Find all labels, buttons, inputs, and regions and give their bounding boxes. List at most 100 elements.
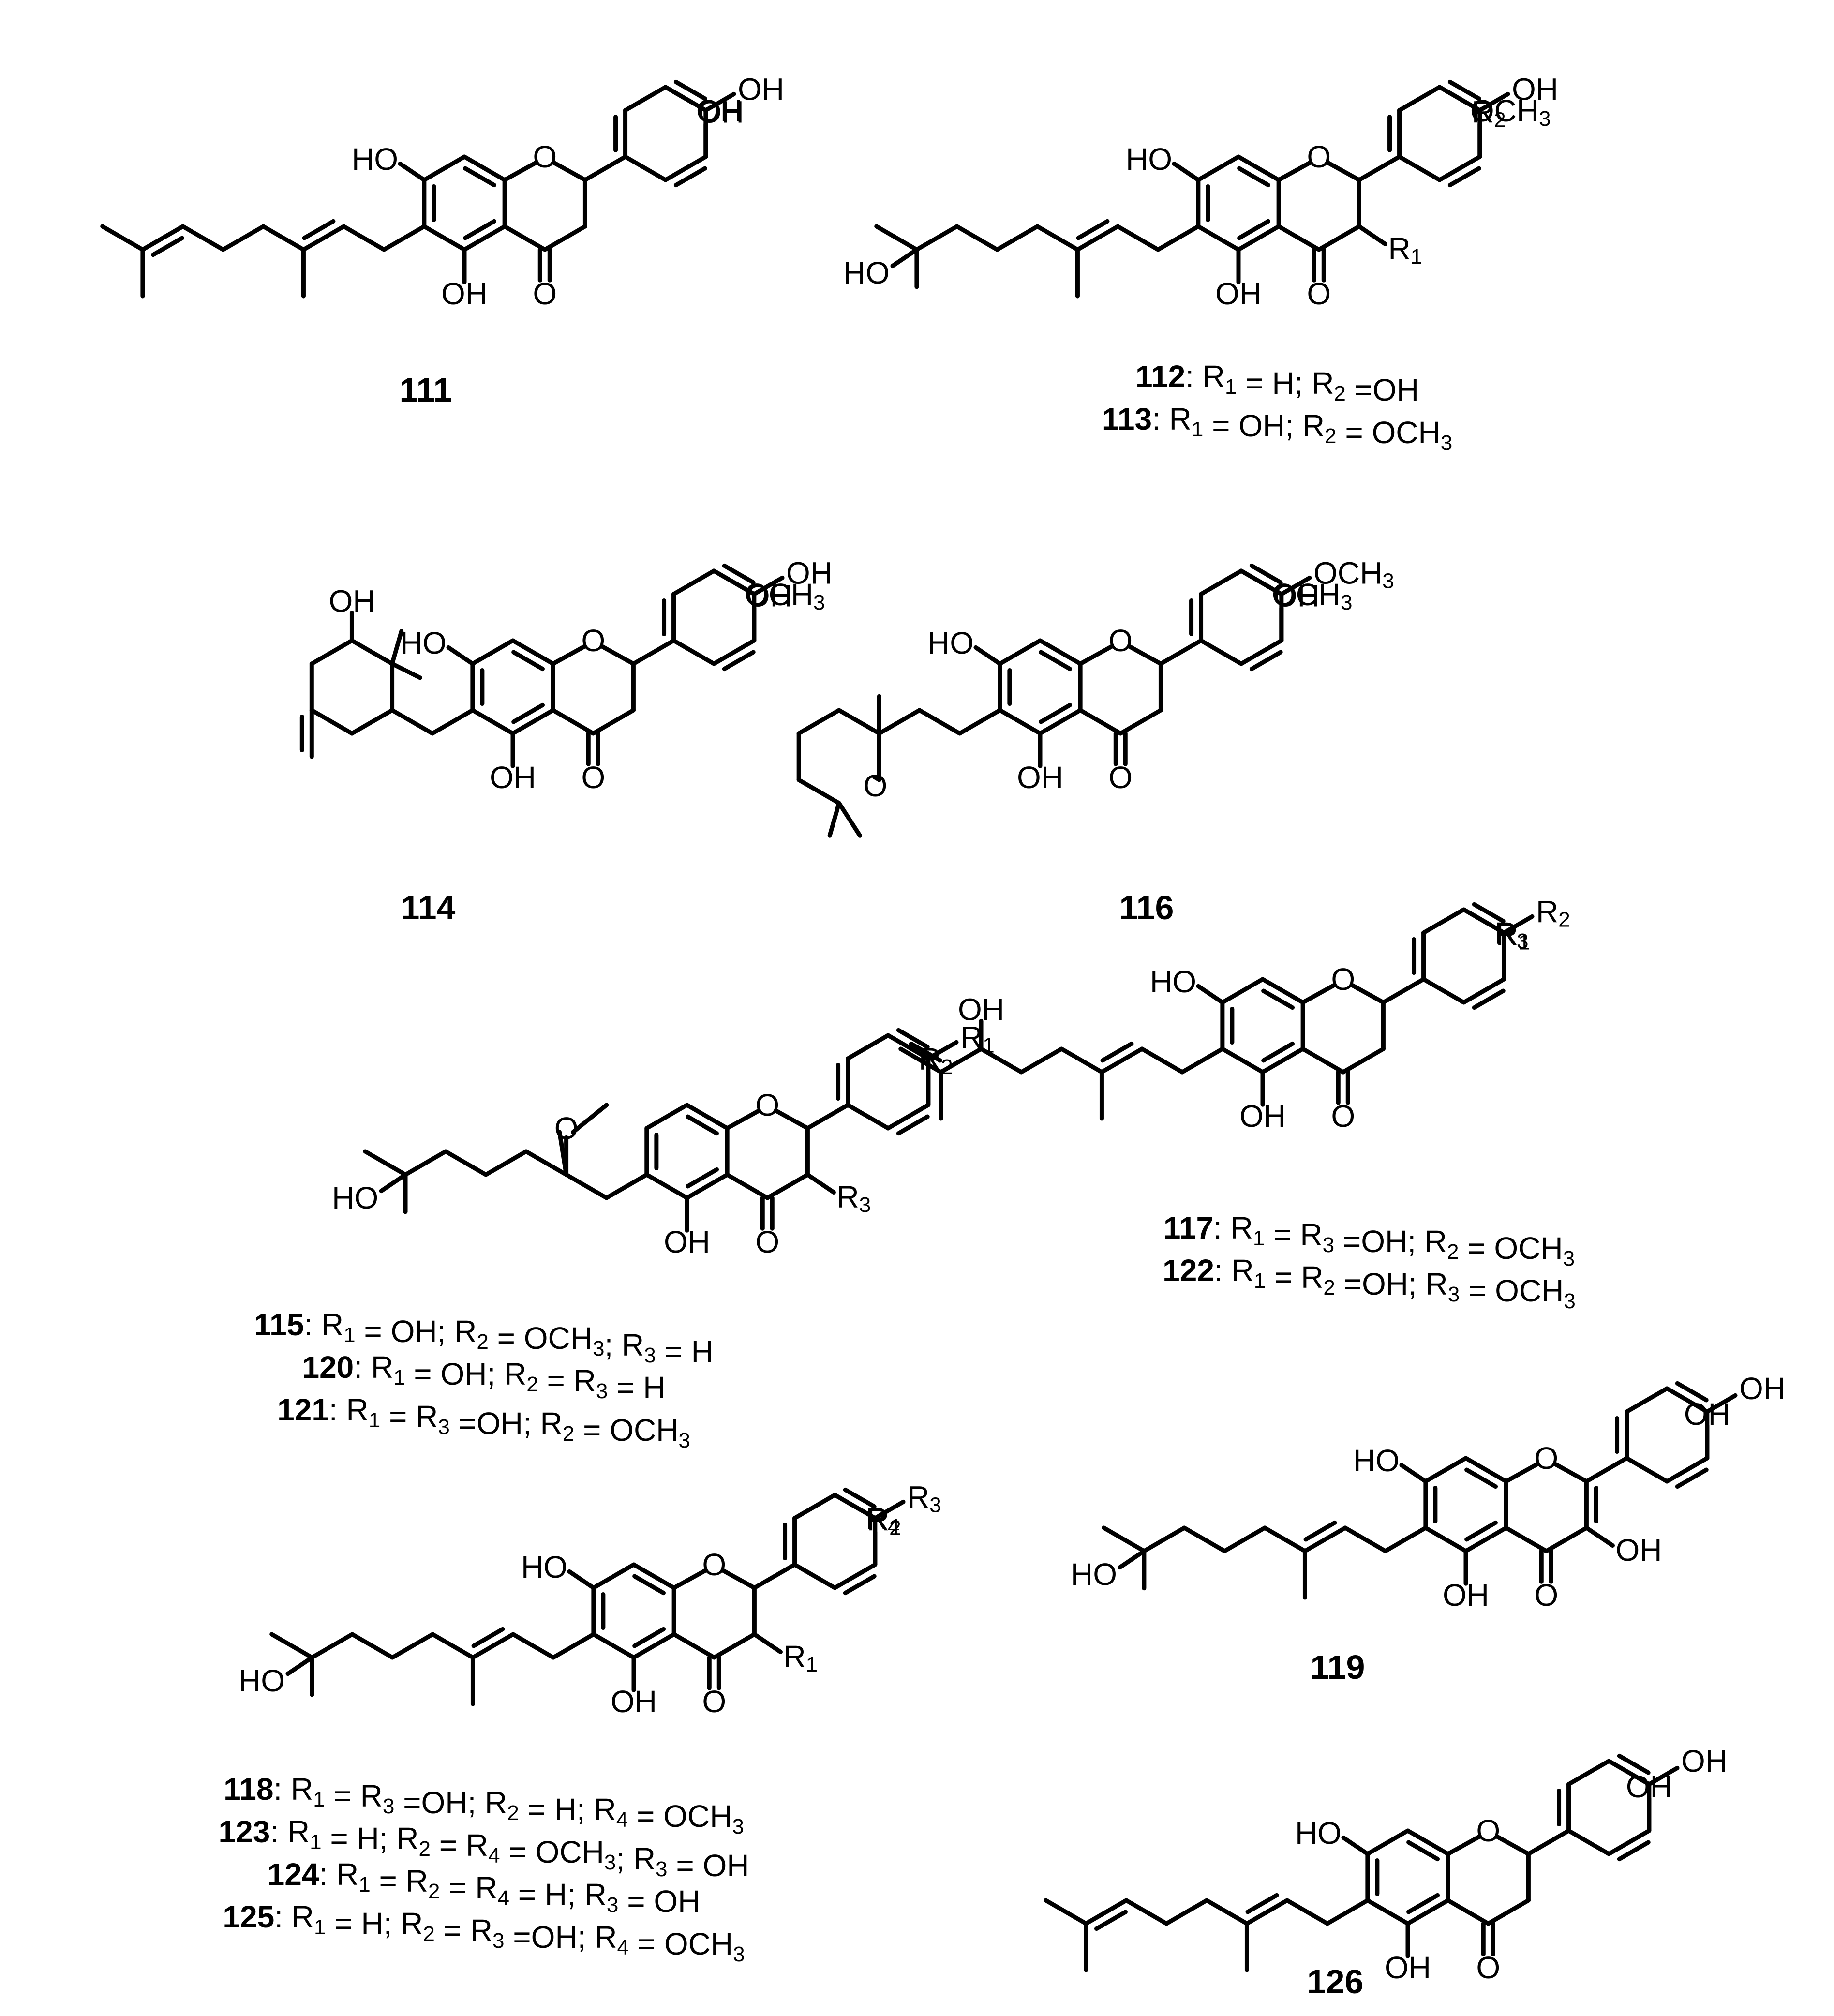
substituent-bond bbox=[663, 85, 696, 106]
substituent-definition: 112: R1 = H; R2 =OH bbox=[1135, 359, 1419, 407]
ring-oxygen-label: O bbox=[581, 623, 605, 658]
ring-a-bond bbox=[510, 638, 555, 666]
substituent-label: R3 bbox=[907, 1479, 941, 1517]
ring-c-bond bbox=[725, 1108, 761, 1131]
ring-b-bond bbox=[1447, 79, 1481, 101]
substituent-bond bbox=[703, 91, 736, 113]
ring-b-bond bbox=[663, 154, 708, 182]
ring-a-bond bbox=[1405, 1828, 1450, 1856]
side-chain-bond bbox=[382, 224, 427, 252]
ring-a-bond bbox=[470, 708, 515, 736]
ring-b-bond bbox=[1665, 1386, 1710, 1414]
hydroxyl-label: HO bbox=[843, 255, 890, 290]
side-chain-bond bbox=[511, 1632, 556, 1660]
ring-c-bond bbox=[502, 224, 547, 252]
ring-oxygen-label: O bbox=[1108, 623, 1133, 658]
ring-b-bond bbox=[1461, 977, 1506, 1005]
carbonyl-oxygen-label: O bbox=[581, 760, 605, 795]
ring-b-bond bbox=[792, 1493, 837, 1521]
ring-oxygen-label: O bbox=[554, 1111, 579, 1146]
side-chain-bond bbox=[1035, 224, 1080, 252]
side-chain-bond bbox=[1262, 1525, 1307, 1553]
carbonyl-oxygen-label: O bbox=[533, 276, 557, 311]
ring-c-bond bbox=[1486, 1898, 1531, 1926]
substituent-label: R1 bbox=[960, 1020, 995, 1057]
ring-b-bond bbox=[1566, 1828, 1611, 1856]
cyclohexane-bond bbox=[309, 708, 354, 736]
side-chain-bond bbox=[1084, 1898, 1129, 1926]
ring-b-bond bbox=[1617, 1840, 1651, 1862]
ring-c-bond bbox=[1341, 1046, 1386, 1075]
side-chain-bond bbox=[261, 224, 306, 252]
hydroxyl-label: HO bbox=[1150, 964, 1196, 999]
hydroxyl-label: HO bbox=[927, 626, 974, 660]
side-chain-bond bbox=[523, 1149, 569, 1177]
ring-c-bond bbox=[725, 1172, 770, 1200]
side-chain-bond bbox=[1222, 1525, 1267, 1553]
ring-c-bond bbox=[551, 160, 587, 182]
hydroxyl-label: OH bbox=[1684, 1397, 1730, 1432]
substituent-bond bbox=[1584, 1525, 1615, 1548]
hydroxyl-bond bbox=[567, 1569, 596, 1590]
methyl-bond bbox=[1044, 1898, 1088, 1926]
ring-b-link bbox=[1584, 1456, 1629, 1484]
ring-b-bond bbox=[1437, 154, 1482, 182]
side-chain-bond bbox=[1303, 1520, 1337, 1542]
side-chain-bond bbox=[471, 1627, 505, 1648]
hydroxyl-bond bbox=[1172, 161, 1201, 182]
ring-c-bond bbox=[1504, 1525, 1549, 1553]
hydroxyl-bond bbox=[890, 247, 919, 269]
hydroxyl-label: OH bbox=[611, 1684, 657, 1719]
ring-b-bond bbox=[896, 1114, 930, 1136]
ring-a-bond bbox=[1236, 154, 1281, 182]
ring-a-bond bbox=[462, 154, 507, 182]
chromane-bond bbox=[564, 1172, 609, 1200]
ring-c-bond bbox=[1349, 983, 1386, 1005]
ring-b-bond bbox=[722, 650, 756, 672]
substituent-bond bbox=[833, 1493, 865, 1514]
ring-a-bond bbox=[686, 1167, 719, 1189]
side-chain-bond bbox=[1142, 1525, 1187, 1553]
side-chain-bond bbox=[302, 219, 336, 240]
substituent-label: OCH3 bbox=[745, 577, 825, 614]
hydroxyl-label: HO bbox=[332, 1180, 378, 1215]
ring-b-bond bbox=[722, 563, 756, 585]
atom-label-layer: OOOHHOOHOHOHOOOHHOR1OCH3OHR2HOOOOHHOOCH3… bbox=[239, 72, 1786, 1985]
substituent-bond bbox=[712, 568, 745, 590]
side-chain-bond bbox=[390, 708, 435, 736]
side-chain-bond bbox=[1075, 224, 1120, 252]
carbonyl-oxygen-label: O bbox=[1331, 1099, 1355, 1134]
side-chain-bond bbox=[877, 708, 922, 736]
substituent-label: R1 bbox=[1388, 231, 1422, 269]
ring-a-bond bbox=[462, 224, 507, 252]
substituent-bond bbox=[1357, 224, 1387, 246]
side-chain-bond bbox=[954, 224, 999, 252]
side-chain-bond bbox=[301, 224, 346, 252]
hydroxyl-label: HO bbox=[239, 1663, 285, 1698]
ring-b-bond bbox=[1607, 1828, 1652, 1856]
ring-c-bond bbox=[1078, 708, 1123, 736]
ring-oxygen-label: O bbox=[864, 768, 888, 803]
ring-c-bond bbox=[542, 224, 587, 252]
methylene-bond bbox=[898, 1046, 943, 1075]
hydroxyl-label: HO bbox=[1353, 1443, 1400, 1478]
methylene-bond bbox=[909, 1041, 942, 1063]
ring-b-link bbox=[752, 1562, 797, 1590]
compound-number: 111 bbox=[399, 371, 452, 409]
hydroxyl-bond bbox=[1705, 1393, 1738, 1414]
ring-oxygen-label: O bbox=[755, 1088, 779, 1122]
ring-a-bond bbox=[1237, 219, 1270, 240]
methyl-bond bbox=[390, 629, 404, 666]
ring-c-bond bbox=[1552, 1462, 1589, 1484]
hydroxyl-bond bbox=[398, 161, 427, 182]
methyl-bond bbox=[836, 801, 863, 838]
ring-a-bond bbox=[422, 224, 467, 252]
ring-c-bond bbox=[1276, 160, 1312, 182]
ring-b-link bbox=[1357, 154, 1402, 182]
ring-b-bond bbox=[673, 166, 707, 188]
ring-b-bond bbox=[1566, 1759, 1611, 1787]
ring-b-bond bbox=[673, 79, 707, 101]
hydroxyl-label: OH bbox=[1443, 1578, 1489, 1613]
side-chain-bond bbox=[1182, 1525, 1227, 1553]
ring-a-bond bbox=[1406, 1840, 1440, 1862]
